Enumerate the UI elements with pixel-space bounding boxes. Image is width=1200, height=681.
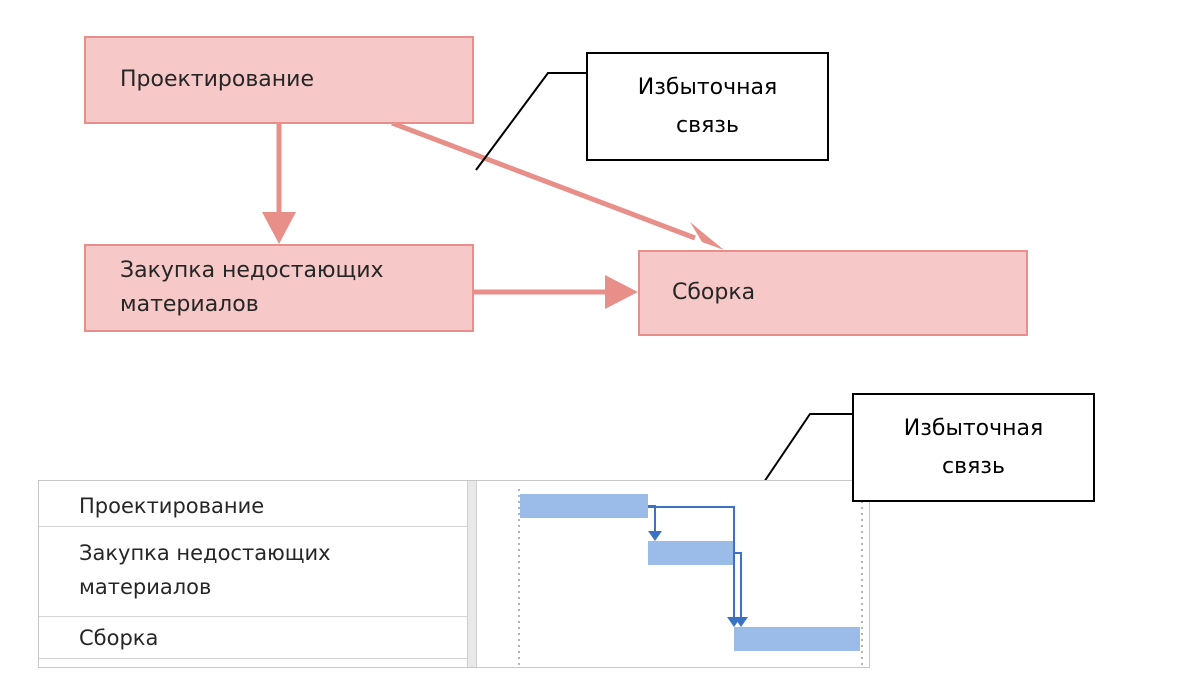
node-purchase-label-line2: материалов bbox=[120, 292, 259, 317]
gantt-bar-assembly[interactable] bbox=[734, 627, 860, 651]
gantt-bar-design[interactable] bbox=[520, 494, 648, 518]
arrow-design-to-assembly bbox=[391, 120, 696, 241]
arrowhead-design-to-assembly bbox=[690, 222, 724, 250]
node-purchase-label-line1: Закупка недостающих bbox=[120, 258, 384, 283]
callout-top-line1: Избыточная bbox=[637, 74, 778, 100]
column-separator bbox=[467, 481, 477, 667]
node-purchase: Закупка недостающих материалов bbox=[84, 244, 474, 332]
gantt-row-purchase-line1: Закупка недостающих bbox=[79, 541, 331, 565]
callout-pointer-top bbox=[475, 72, 586, 171]
node-assembly: Сборка bbox=[638, 250, 1028, 336]
gantt-link-design-to-assembly bbox=[648, 506, 735, 617]
node-design: Проектирование bbox=[84, 36, 474, 124]
arrowhead-purchase-to-assembly bbox=[605, 275, 638, 309]
gantt-row-purchase[interactable]: Закупка недостающих материалов bbox=[39, 527, 467, 617]
callout-redundant-link-bottom: Избыточная связь bbox=[852, 393, 1095, 502]
node-design-label: Проектирование bbox=[120, 67, 314, 92]
gantt-link-assembly-arrowhead-2 bbox=[734, 617, 748, 627]
gantt-row-purchase-line2: материалов bbox=[79, 575, 212, 599]
callout-bottom-line2: связь bbox=[942, 453, 1005, 479]
callout-top-line2: связь bbox=[676, 112, 739, 138]
gantt-row-assembly-label: Сборка bbox=[79, 626, 159, 650]
gantt-link-design-to-purchase-arrowhead bbox=[648, 531, 662, 541]
gantt-row-design-label: Проектирование bbox=[79, 494, 265, 518]
callout-bottom-line1: Избыточная bbox=[903, 415, 1044, 441]
gantt-link-purchase-to-assembly bbox=[734, 552, 742, 617]
node-assembly-label: Сборка bbox=[672, 280, 756, 305]
gantt-row-design[interactable]: Проектирование bbox=[39, 489, 467, 527]
gantt-link-design-to-purchase bbox=[648, 505, 656, 531]
gantt-row-assembly[interactable]: Сборка bbox=[39, 617, 467, 659]
gantt-bar-purchase[interactable] bbox=[648, 541, 734, 565]
arrowhead-design-to-purchase bbox=[262, 212, 296, 244]
callout-redundant-link-top: Избыточная связь bbox=[586, 52, 829, 161]
gantt-table: Проектирование Закупка недостающих матер… bbox=[38, 480, 870, 668]
